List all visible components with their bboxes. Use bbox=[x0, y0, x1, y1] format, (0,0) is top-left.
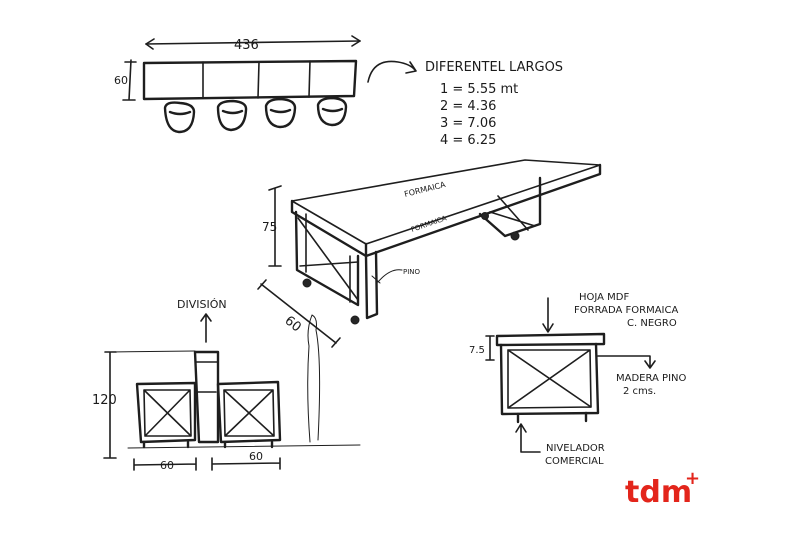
top-note-line-1: HOJA MDF bbox=[579, 292, 630, 303]
caster-1 bbox=[302, 278, 312, 288]
chair-4 bbox=[316, 96, 348, 127]
right-cabinet bbox=[216, 380, 282, 444]
foot-note-line-1: NIVELADOR bbox=[546, 443, 605, 454]
caster-2 bbox=[350, 315, 360, 325]
depth-dimension-label: 60 bbox=[282, 313, 304, 335]
front-leg-post bbox=[364, 250, 379, 320]
perspective-view: FORMAICA FORMAICA 75 60 PINO bbox=[257, 159, 602, 348]
tabletop-front-edge bbox=[290, 199, 368, 258]
floor-line bbox=[127, 444, 361, 449]
top-note-line-2: FORRADA FORMAICA bbox=[574, 305, 678, 316]
frame-note-arrow bbox=[597, 355, 656, 369]
height-extension bbox=[109, 350, 196, 353]
width-dimension-lines bbox=[133, 457, 281, 471]
logo-plus-mark: + bbox=[685, 468, 700, 489]
lengths-note: DIFERENTEL LARGOS 1 = 5.55 mt 2 = 4.36 3… bbox=[367, 60, 563, 148]
note-title: DIFERENTEL LARGOS bbox=[425, 60, 563, 75]
note-item-1: 1 = 5.55 mt bbox=[440, 82, 518, 97]
width-dimension-arrows bbox=[145, 35, 361, 50]
width-dimension-label: 436 bbox=[234, 38, 259, 53]
frame-note-line-2: 2 cms. bbox=[623, 386, 656, 397]
foot-note-arrow bbox=[515, 423, 541, 453]
pino-label: PINO bbox=[403, 268, 421, 276]
tabletop-surface bbox=[291, 159, 601, 245]
right-width-label: 60 bbox=[249, 450, 263, 463]
height-dimension-line bbox=[268, 185, 282, 267]
table-top-segments bbox=[202, 60, 311, 99]
side-frame-cross bbox=[507, 349, 592, 409]
back-frame bbox=[478, 176, 542, 238]
chair-3 bbox=[264, 97, 297, 129]
front-view: DIVISIÓN 120 60 60 bbox=[92, 298, 361, 472]
note-arrow bbox=[367, 60, 417, 83]
tabletop-long-edge bbox=[364, 163, 602, 258]
side-view: HOJA MDF FORRADA FORMAICA C. NEGRO 7.5 M… bbox=[469, 292, 687, 467]
depth-dimension-line bbox=[257, 279, 341, 348]
frame-note-line-1: MADERA PINO bbox=[616, 373, 687, 384]
top-note-line-3: C. NEGRO bbox=[627, 318, 677, 329]
front-frame-cross bbox=[297, 217, 359, 301]
note-item-4: 4 = 6.25 bbox=[440, 133, 496, 148]
pino-leader bbox=[371, 269, 403, 284]
division-label: DIVISIÓN bbox=[177, 298, 227, 311]
top-view: 436 60 bbox=[114, 35, 361, 134]
height-dimension-label: 120 bbox=[92, 393, 117, 408]
caster-3 bbox=[510, 231, 520, 241]
left-cabinet bbox=[135, 381, 197, 444]
front-frame-uprights bbox=[305, 213, 351, 303]
division-board-lines bbox=[195, 361, 218, 393]
division-board bbox=[193, 350, 220, 444]
right-cabinet-cross bbox=[223, 389, 275, 437]
side-frame bbox=[499, 342, 600, 416]
person-silhouette bbox=[307, 314, 321, 443]
width-dimension-line bbox=[145, 40, 361, 45]
note-item-2: 2 = 4.36 bbox=[440, 99, 496, 114]
caster-4 bbox=[481, 212, 489, 220]
depth-dimension-line bbox=[122, 59, 137, 101]
height-dimension-label: 75 bbox=[262, 220, 277, 234]
chair-1 bbox=[163, 101, 196, 134]
logo-text: tdm bbox=[625, 475, 692, 510]
side-tabletop bbox=[495, 332, 606, 347]
note-item-3: 3 = 7.06 bbox=[440, 116, 496, 131]
top-surface-label: FORMAICA bbox=[403, 180, 447, 199]
foot-note-line-2: COMERCIAL bbox=[545, 456, 604, 467]
table-top-outline bbox=[142, 59, 358, 101]
edge-label: FORMAICA bbox=[410, 214, 448, 234]
tdm-logo: tdm + bbox=[625, 468, 700, 510]
leveler-feet bbox=[516, 411, 588, 424]
chair-2 bbox=[216, 99, 248, 132]
back-frame-cross bbox=[489, 195, 536, 231]
top-note-arrow bbox=[542, 297, 554, 333]
left-cabinet-cross bbox=[143, 389, 192, 437]
depth-dimension-label: 60 bbox=[114, 74, 128, 87]
top-dimension-label: 7.5 bbox=[469, 345, 485, 356]
cabinet-feet bbox=[142, 440, 274, 449]
top-dimension-line bbox=[485, 335, 495, 361]
division-arrow bbox=[200, 313, 212, 343]
left-width-label: 60 bbox=[160, 459, 174, 472]
front-frame bbox=[294, 210, 360, 307]
